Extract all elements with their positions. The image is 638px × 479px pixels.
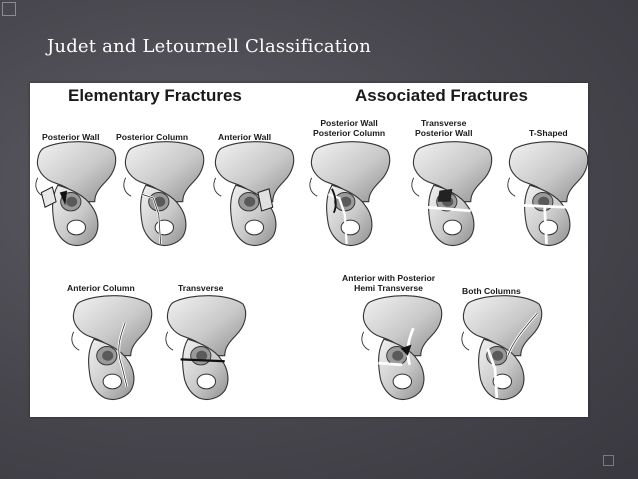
pelvis-posterior-column: [123, 141, 205, 247]
label-posterior-column: Posterior Column: [116, 132, 189, 142]
label-transverse: Transverse: [178, 283, 224, 293]
pelvis-transverse: [165, 295, 247, 401]
associated-header: Associated Fractures: [355, 86, 528, 105]
elementary-header: Elementary Fractures: [68, 86, 242, 105]
pelvis-posterior-wall-posterior-column: [309, 141, 391, 247]
label-anterior-wall: Anterior Wall: [218, 132, 272, 142]
pelvis-transverse-posterior-wall: [411, 141, 493, 247]
pelvis-both-columns: [461, 295, 543, 401]
label-both-columns: Both Columns: [462, 286, 521, 296]
pelvis-anterior-posterior-hemi-transverse: [361, 295, 443, 401]
pelvis-anterior-wall: [213, 141, 295, 247]
pelvis-t-shaped: [507, 141, 588, 247]
pelvis-illustrations: [35, 141, 588, 401]
slide-title: Judet and Letournell Classification: [47, 36, 372, 57]
pelvis-anterior-column: [71, 295, 153, 401]
frame-square-icon: [2, 2, 16, 16]
fracture-classification-figure: Elementary Fractures Associated Fracture…: [30, 83, 588, 417]
slide-nav-square-icon: [603, 455, 614, 466]
label-t-shaped: T-Shaped: [529, 128, 568, 138]
label-posterior-wall: Posterior Wall: [42, 132, 100, 142]
label-anterior-column: Anterior Column: [67, 283, 135, 293]
pelvis-posterior-wall: [35, 141, 117, 247]
